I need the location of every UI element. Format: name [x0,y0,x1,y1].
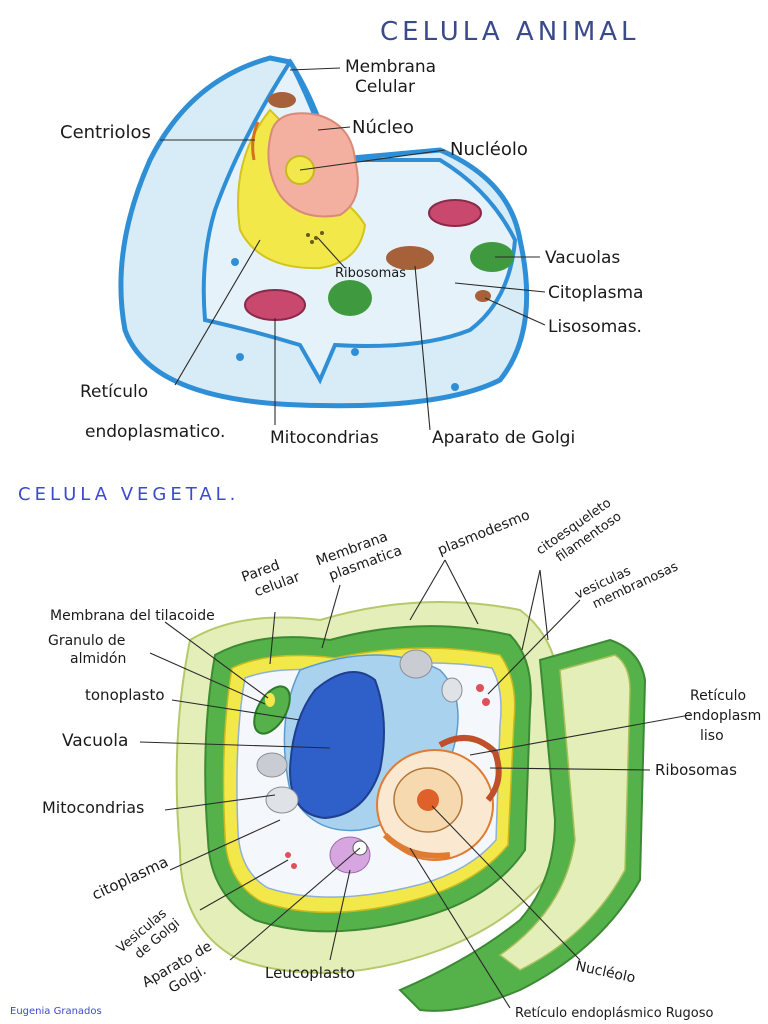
label-nucleolo-vegetal: Nucléolo [574,958,637,986]
plant-vacuole [288,671,385,820]
label-vacuolas: Vacuolas [545,248,620,268]
animal-vacuole-2 [328,280,372,316]
plant-smooth-er [438,734,502,802]
label-citoesqueleto: citoesqueleto filamentoso [534,493,628,572]
label-citoplasma: Citoplasma [548,283,643,303]
animal-mitochondria-2 [244,289,306,321]
label-ribosomas-vegetal: Ribosomas [655,761,737,779]
label-membrana-tilacoide: Membrana del tilacoide [50,608,215,624]
neighbour-cell-inner [498,654,631,971]
label-reticulo-liso: Retículo endoplasm liso [684,688,766,744]
label-pared-celular: Pared celular [239,552,302,603]
label-nucleolo: Nucléolo [450,139,528,160]
label-vesiculas-membranosas: vesiculas membranosas [573,545,681,617]
label-centriolos: Centriolos [60,122,151,143]
signature: Eugenia Granados [10,1006,102,1017]
animal-vacuole-1 [470,242,514,272]
animal-title: CELULA ANIMAL [380,17,640,47]
animal-golgi [386,246,434,270]
plant-nucleolo [417,789,439,811]
vegetal-title: CELULA VEGETAL. [18,484,239,505]
animal-vesicles [231,258,459,391]
label-nucleo: Núcleo [352,117,414,138]
plant-rough-er [382,832,451,859]
label-leucoplasto: Leucoplasto [265,964,355,982]
plant-mitochondria-2 [265,786,299,814]
label-mitocondrias: Mitocondrias [270,428,379,448]
plant-vesicle-grey [399,649,433,679]
plant-mitochondria-1 [256,752,288,778]
label-membrana-celular: Membrana Celular [345,57,441,97]
animal-small-body [268,92,296,108]
plant-cell: CELULA VEGETAL. [18,484,766,1021]
label-aparato-golgi: Aparato de Golgi [432,428,575,448]
label-ribosomas: Ribosomas [335,266,406,281]
plant-vesicle-grey-2 [441,677,463,703]
label-plasmodesmo: plasmodesmo [436,507,533,558]
animal-cell: CELULA ANIMAL [60,17,643,448]
plant-starch-granule [265,693,275,707]
label-tonoplasto: tonoplasto [85,686,165,704]
plant-vesicles [285,684,490,869]
label-vacuola: Vacuola [62,731,128,751]
label-granulo-almidon: Granulo de almidón [48,633,130,667]
label-membrana-plasmatica: Membrana plasmatica [314,526,404,587]
label-lisosomas: Lisosomas. [548,317,642,337]
label-mitocondrias-vegetal: Mitocondrias [42,798,144,817]
label-reticulo-rugoso: Retículo endoplásmico Rugoso [515,1006,713,1021]
animal-ribosomes [306,231,324,244]
label-reticulo-endoplasmatico: Retículo endoplasmatico. [80,382,225,442]
label-citoplasma-vegetal: citoplasma [89,853,171,904]
animal-mitochondria-1 [428,199,482,227]
